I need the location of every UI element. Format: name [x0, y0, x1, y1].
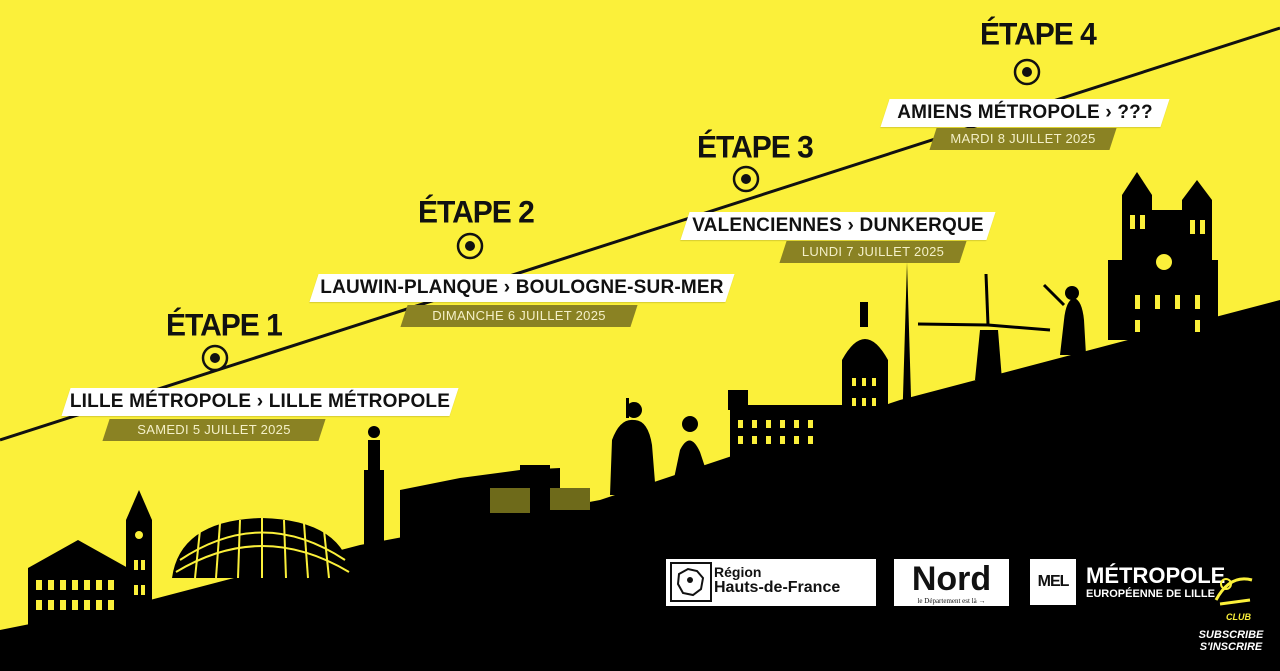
- stage-3-date: LUNDI 7 JUILLET 2025: [801, 244, 945, 259]
- stage-2-date-banner: DIMANCHE 6 JUILLET 2025: [400, 305, 638, 327]
- sinscrire-text: S'INSCRIRE: [1199, 640, 1263, 653]
- stage-marker-1: [201, 344, 229, 372]
- stage-4-date-banner: MARDI 8 JUILLET 2025: [929, 128, 1117, 150]
- region-label: Région: [714, 564, 762, 580]
- stage-4-title: ÉTAPE 4: [980, 17, 1097, 52]
- stage-1-date-banner: SAMEDI 5 JUILLET 2025: [102, 419, 326, 441]
- route-line: [0, 26, 1280, 442]
- stage-4-route: AMIENS MÉTROPOLE › ???: [897, 102, 1153, 123]
- stage-1-route: LILLE MÉTROPOLE › LILLE MÉTROPOLE: [69, 391, 451, 412]
- stage-3-route-banner: VALENCIENNES › DUNKERQUE: [680, 212, 996, 240]
- stage-3-route: VALENCIENNES › DUNKERQUE: [692, 215, 984, 236]
- stage-marker-2: [456, 232, 484, 260]
- club-label: CLUB: [1226, 612, 1251, 622]
- musketeer-statue-silhouette: [1042, 283, 1086, 355]
- lille-building-silhouette: [28, 490, 152, 628]
- stage-2-route-banner: LAUWIN-PLANQUE › BOULOGNE-SUR-MER: [309, 274, 735, 302]
- spire-silhouette: [902, 262, 912, 430]
- nord-logo: Nord le Département est là →: [894, 559, 1009, 606]
- windmill-silhouette: [917, 273, 1051, 380]
- stadium-silhouette: [172, 518, 352, 579]
- stage-3-date-banner: LUNDI 7 JUILLET 2025: [779, 241, 967, 263]
- giants-silhouette: [610, 398, 712, 495]
- stage-2-title: ÉTAPE 2: [418, 195, 535, 230]
- palace-silhouette: [728, 302, 890, 460]
- region-map-icon: [670, 562, 712, 602]
- stage-marker-3: [732, 165, 760, 193]
- stage-1-title: ÉTAPE 1: [166, 308, 283, 343]
- tour-de-france-watermark-icon: [1214, 577, 1253, 606]
- stage-2-route: LAUWIN-PLANQUE › BOULOGNE-SUR-MER: [320, 277, 724, 298]
- cathedral-silhouette: [1108, 172, 1218, 340]
- mel-subtitle: EUROPÉENNE DE LILLE: [1086, 588, 1215, 600]
- stage-marker-4: [1013, 58, 1041, 86]
- column-statue-silhouette: [364, 426, 384, 550]
- mel-title: MÉTROPOLE: [1086, 563, 1226, 588]
- stage-1-route-banner: LILLE MÉTROPOLE › LILLE MÉTROPOLE: [61, 388, 459, 416]
- region-hauts-de-france-logo: Région Hauts-de-France: [666, 559, 876, 606]
- stage-4-date: MARDI 8 JUILLET 2025: [950, 131, 1096, 146]
- mel-logo: MEL MÉTROPOLE EUROPÉENNE DE LILLE: [1030, 559, 1230, 606]
- stage-1-date: SAMEDI 5 JUILLET 2025: [137, 422, 291, 437]
- subscribe-button[interactable]: SUBSCRIBE S'INSCRIRE: [1196, 629, 1266, 653]
- nord-tagline: le Département est là →: [917, 597, 986, 605]
- stage-4-route-banner: AMIENS MÉTROPOLE › ???: [880, 99, 1170, 127]
- stage-2-date: DIMANCHE 6 JUILLET 2025: [432, 308, 606, 323]
- mel-tag: MEL: [1030, 559, 1076, 605]
- stage-3-title: ÉTAPE 3: [697, 130, 814, 165]
- nord-title: Nord: [911, 560, 992, 598]
- modern-buildings-silhouette: [400, 465, 590, 545]
- subscribe-text: SUBSCRIBE: [1198, 629, 1264, 641]
- region-name: Hauts-de-France: [714, 578, 841, 596]
- region-text: Région Hauts-de-France: [714, 565, 840, 596]
